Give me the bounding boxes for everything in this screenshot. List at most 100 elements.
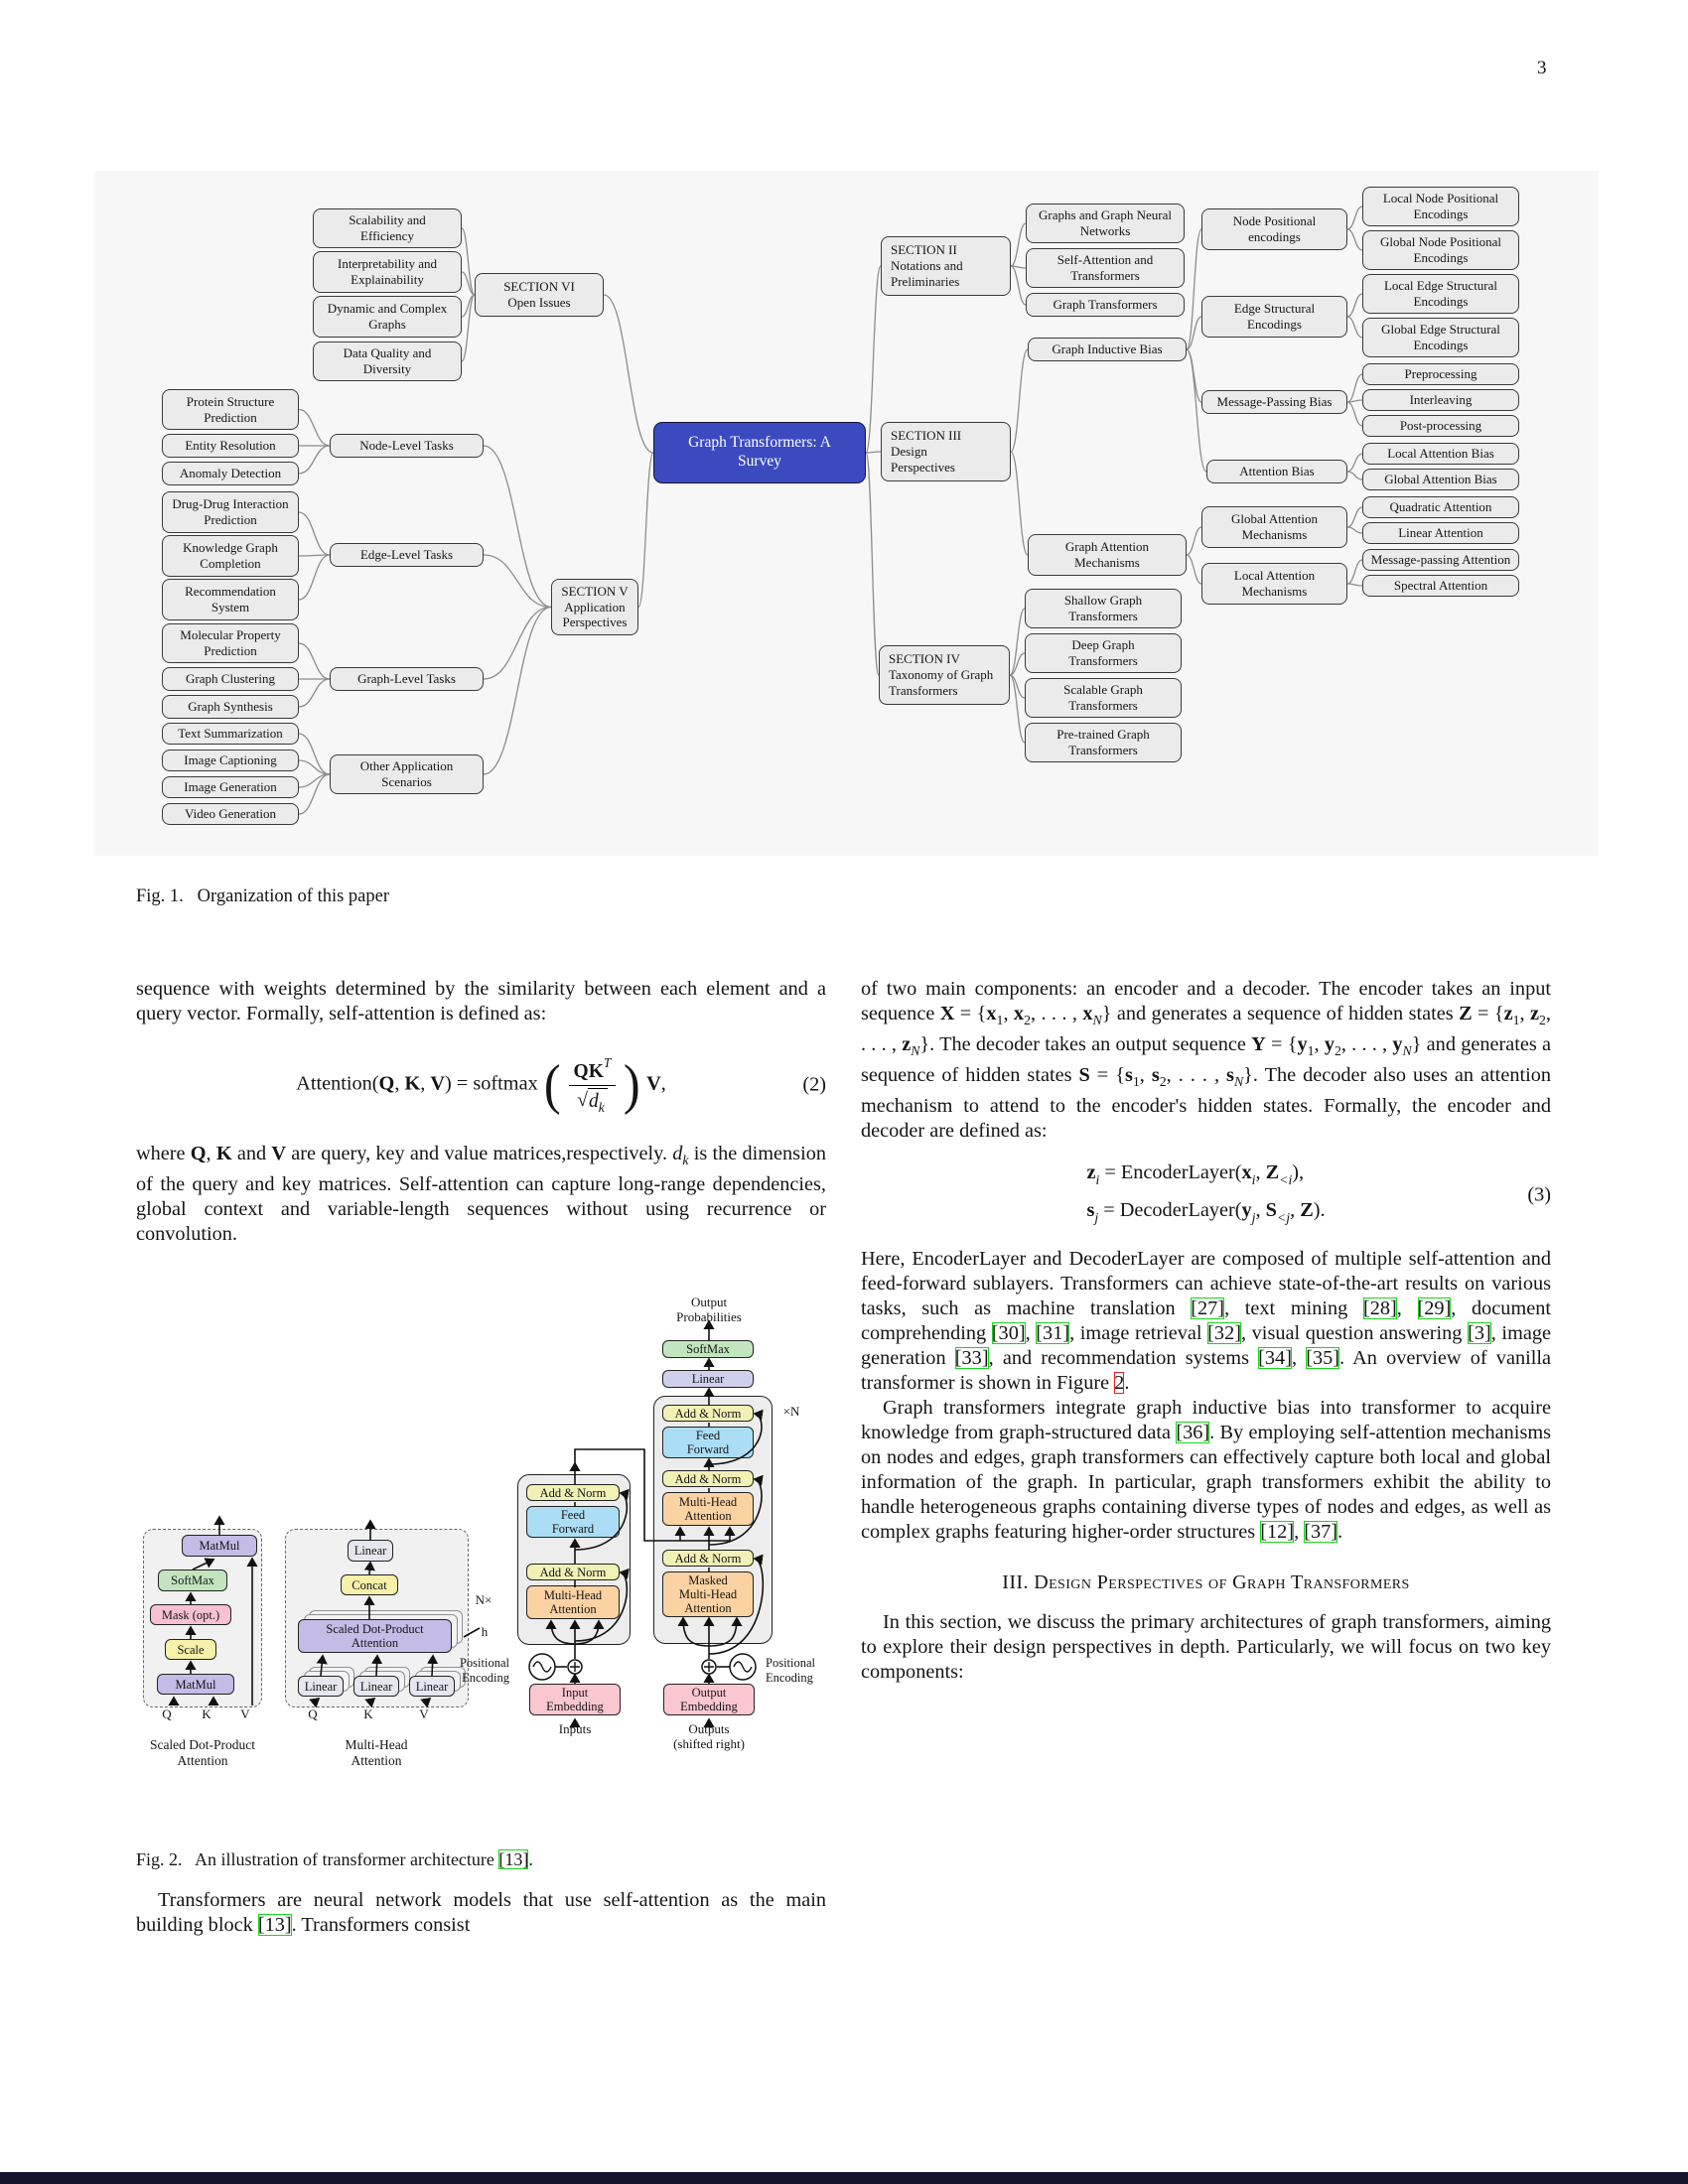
mindmap-node-scalgt: Scalable Graph Transformers (1025, 678, 1182, 718)
label-f2-nx: N× (475, 1592, 492, 1607)
block-m-lin3: Linear (409, 1676, 455, 1697)
citation-link[interactable]: [29] (1417, 1297, 1452, 1320)
mindmap-node-gclust: Graph Clustering (162, 667, 299, 691)
citation-link[interactable]: [12] (1260, 1521, 1295, 1544)
citation-link[interactable]: [32] (1207, 1322, 1241, 1345)
mindmap-node-gatm: Global Attention Mechanisms (1201, 506, 1347, 548)
block-r-sm: SoftMax (662, 1340, 754, 1358)
block-d-an3: Add & Norm (662, 1550, 754, 1567)
label-f2-mq: Q (308, 1706, 318, 1721)
citation-link[interactable]: [35] (1306, 1347, 1339, 1370)
mindmap-node-sat: Self-Attention and Transformers (1026, 248, 1185, 288)
paragraph: Here, EncoderLayer and DecoderLayer are … (861, 1248, 1551, 1395)
citation-link[interactable]: [34] (1258, 1347, 1292, 1370)
mindmap-node-scal: Scalability and Efficiency (313, 208, 462, 248)
block-l-sm: SoftMax (158, 1570, 227, 1591)
mindmap-node-edgetasks: Edge-Level Tasks (330, 543, 484, 567)
mindmap-node-sec6: SECTION VI Open Issues (475, 273, 604, 317)
block-l-mask: Mask (opt.) (150, 1604, 231, 1625)
equation-3-body: zi = EncoderLayer(xi, Z<i), sj = Decoder… (1086, 1161, 1326, 1226)
mindmap-node-protein: Protein Structure Prediction (162, 389, 299, 430)
mindmap-node-sec4: SECTION IV Taxonomy of Graph Transformer… (879, 645, 1010, 705)
citation-link[interactable]: [27] (1191, 1297, 1225, 1320)
mindmap-node-npe: Node Positional encodings (1201, 208, 1347, 250)
mindmap-node-nodetasks: Node-Level Tasks (330, 434, 484, 458)
paragraph: Transformers are neural network models t… (136, 1889, 826, 1936)
mindmap-node-lin: Linear Attention (1362, 522, 1519, 544)
mindmap-node-lab: Local Attention Bias (1362, 443, 1519, 465)
figure-1-connectors (298, 205, 1363, 815)
mindmap-node-ese: Edge Structural Encodings (1201, 296, 1347, 338)
fraction: QKT √dk (568, 1050, 617, 1120)
citation-link[interactable]: [31] (1036, 1322, 1070, 1345)
citation-link[interactable]: [28] (1362, 1297, 1397, 1320)
label-f2-cap1: Scaled Dot-Product Attention (149, 1737, 256, 1768)
label-f2-lq: Q (162, 1706, 172, 1721)
mindmap-node-gam: Graph Attention Mechanisms (1028, 534, 1187, 576)
citation-link[interactable]: [36] (1176, 1422, 1210, 1444)
equation-number: (2) (802, 1073, 826, 1096)
mindmap-node-anomaly: Anomaly Detection (162, 462, 299, 485)
block-e-an1: Add & Norm (526, 1484, 620, 1501)
citation-link[interactable]: [13] (257, 1914, 292, 1936)
radical-sign: √ (577, 1090, 588, 1111)
citation-link[interactable]: [3] (1468, 1322, 1491, 1345)
mindmap-node-otherapp: Other Application Scenarios (330, 754, 484, 794)
mindmap-node-latm: Local Attention Mechanisms (1201, 563, 1347, 605)
citation-link[interactable]: 2 (1114, 1372, 1125, 1395)
block-r-lin: Linear (662, 1370, 754, 1388)
mindmap-node-prep: Preprocessing (1362, 363, 1519, 385)
mindmap-node-sec2: SECTION II Notations and Preliminaries (881, 236, 1011, 296)
block-in-emb: Input Embedding (529, 1684, 621, 1715)
mindmap-node-imggen: Image Generation (162, 776, 299, 798)
mindmap-node-gnpe: Global Node Positional Encodings (1362, 230, 1519, 270)
citation-link[interactable]: [33] (954, 1347, 989, 1370)
label-f2-cap2: Multi-Head Attention (345, 1737, 408, 1768)
block-d-masked: Masked Multi-Head Attention (662, 1571, 754, 1617)
citation-link[interactable]: [30] (991, 1322, 1026, 1345)
block-d-an1: Add & Norm (662, 1405, 754, 1422)
block-m-concat: Concat (341, 1574, 398, 1595)
label-f2-lk: K (202, 1706, 211, 1721)
mindmap-node-inter: Interleaving (1362, 389, 1519, 411)
citation-link[interactable]: [37] (1304, 1521, 1337, 1544)
section-3-heading: III. Design Perspectives of Graph Transf… (1002, 1571, 1410, 1594)
label-f2-inputs: Inputs (558, 1721, 592, 1736)
label-f2-xn: ×N (782, 1404, 800, 1419)
mindmap-node-graphtasks: Graph-Level Tasks (330, 667, 484, 691)
mindmap-node-imgcap: Image Captioning (162, 750, 299, 771)
mindmap-node-gsynth: Graph Synthesis (162, 695, 299, 719)
label-f2-mk: K (363, 1706, 373, 1721)
equation-number: (3) (1527, 1183, 1551, 1206)
block-l-mm2: MatMul (157, 1674, 234, 1695)
right-column: of two main components: an encoder and a… (861, 977, 1551, 1685)
block-d-ff: Feed Forward (662, 1427, 754, 1458)
mindmap-node-shal: Shallow Graph Transformers (1025, 589, 1182, 628)
citation-link[interactable]: [13] (498, 1849, 529, 1869)
block-d-mha: Multi-Head Attention (662, 1492, 754, 1526)
paragraph: sequence with weights determined by the … (136, 978, 826, 1024)
mindmap-node-interp: Interpretability and Explainability (313, 251, 462, 293)
mindmap-node-dyn: Dynamic and Complex Graphs (313, 296, 462, 338)
block-e-mha: Multi-Head Attention (526, 1585, 620, 1619)
block-d-an2: Add & Norm (662, 1470, 754, 1487)
mindmap-node-gese: Global Edge Structural Encodings (1362, 318, 1519, 357)
mindmap-node-dataq: Data Quality and Diversity (313, 341, 462, 381)
left-column: sequence with weights determined by the … (136, 977, 826, 1938)
equation-3: zi = EncoderLayer(xi, Z<i), sj = Decoder… (861, 1158, 1551, 1233)
mindmap-node-ggnn: Graphs and Graph Neural Networks (1026, 204, 1185, 243)
mindmap-node-molprop: Molecular Property Prediction (162, 623, 299, 663)
mindmap-node-mpb: Message-Passing Bias (1201, 390, 1347, 414)
block-e-an2: Add & Norm (526, 1564, 620, 1580)
mindmap-node-sec3: SECTION III Design Perspectives (881, 422, 1011, 481)
mindmap-node-center: Graph Transformers: A Survey (653, 422, 866, 483)
mindmap-node-entity: Entity Resolution (162, 434, 299, 458)
mindmap-node-ddi: Drug-Drug Interaction Prediction (162, 491, 299, 533)
mindmap-node-sec5: SECTION V Application Perspectives (551, 579, 638, 635)
block-l-mm1: MatMul (182, 1535, 257, 1557)
block-e-ff: Feed Forward (526, 1506, 620, 1538)
mindmap-node-quad: Quadratic Attention (1362, 496, 1519, 518)
mindmap-node-textsum: Text Summarization (162, 723, 299, 745)
